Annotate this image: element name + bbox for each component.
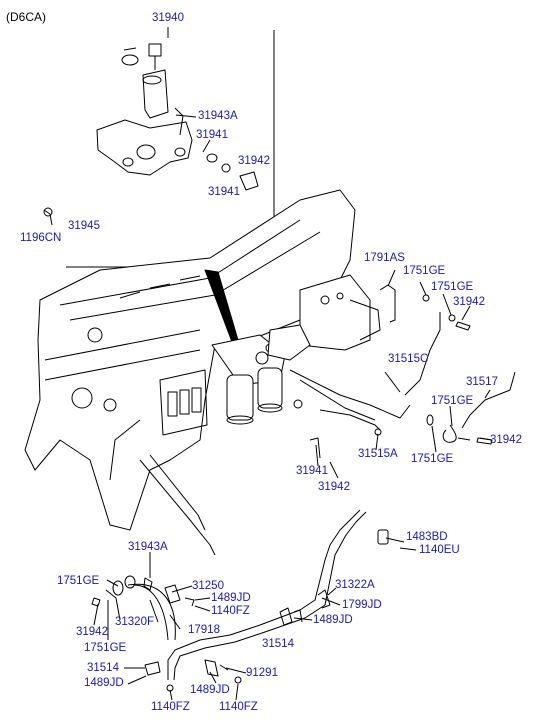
part-31940[interactable]: 31940 [152, 12, 184, 24]
part-1799JD[interactable]: 1799JD [342, 599, 382, 611]
part-1140FZ-c[interactable]: 1140FZ [219, 701, 258, 713]
part-1483BD[interactable]: 1483BD [406, 531, 448, 543]
part-31943A-bot[interactable]: 31943A [128, 541, 168, 553]
part-1140FZ-b[interactable]: 1140FZ [151, 701, 190, 713]
leader-lines [93, 269, 493, 701]
part-31322A[interactable]: 31322A [335, 579, 375, 591]
part-31515A[interactable]: 31515A [358, 448, 398, 460]
part-1140FZ-a[interactable]: 1140FZ [211, 605, 250, 617]
part-1791AS[interactable]: 1791AS [364, 252, 405, 264]
part-31941-mid[interactable]: 31941 [296, 465, 328, 477]
part-31320F[interactable]: 31320F [115, 616, 155, 628]
part-91291[interactable]: 91291 [246, 667, 278, 679]
part-31942-r1[interactable]: 31942 [453, 296, 485, 308]
part-31514-a[interactable]: 31514 [87, 662, 119, 674]
oil-pipes-lower [91, 454, 389, 692]
part-1751GE-d[interactable]: 1751GE [411, 453, 454, 465]
filter-head-detail [43, 43, 259, 226]
part-31945[interactable]: 31945 [68, 220, 100, 232]
model-code: (D6CA) [6, 10, 47, 24]
part-31250[interactable]: 31250 [192, 580, 224, 592]
part-31941-top-b[interactable]: 31941 [208, 186, 240, 198]
part-1751GE-e[interactable]: 1751GE [57, 575, 100, 587]
part-31942-bot[interactable]: 31942 [76, 626, 108, 638]
leader-31943A-top [175, 114, 197, 118]
part-31514-b[interactable]: 31514 [262, 638, 294, 650]
part-17918[interactable]: 17918 [188, 624, 220, 636]
part-31942-top[interactable]: 31942 [238, 155, 270, 167]
part-1751GE-b[interactable]: 1751GE [431, 281, 474, 293]
part-31517[interactable]: 31517 [466, 376, 498, 388]
part-1489JD-c[interactable]: 1489JD [84, 677, 124, 689]
part-31515C[interactable]: 31515C [388, 353, 429, 365]
part-1751GE-f[interactable]: 1751GE [84, 642, 127, 654]
part-31943A-top[interactable]: 31943A [198, 110, 238, 122]
injection-pump [267, 274, 381, 361]
engine-block [24, 189, 356, 531]
part-1196CN[interactable]: 1196CN [20, 232, 62, 244]
part-31942-r2[interactable]: 31942 [490, 434, 522, 446]
oil-filter-assembly [211, 334, 286, 425]
part-1140EU[interactable]: 1140EU [419, 544, 460, 556]
part-31941-top[interactable]: 31941 [196, 129, 228, 141]
oil-pipes-upper [289, 284, 516, 459]
part-1489JD-d[interactable]: 1489JD [190, 684, 230, 696]
part-1751GE-c[interactable]: 1751GE [431, 395, 474, 407]
part-31942-mid[interactable]: 31942 [318, 481, 350, 493]
part-1751GE-a[interactable]: 1751GE [403, 265, 446, 277]
part-1489JD-b[interactable]: 1489JD [313, 614, 353, 626]
part-1489JD-a[interactable]: 1489JD [211, 592, 251, 604]
leader-31941-top [202, 139, 211, 153]
